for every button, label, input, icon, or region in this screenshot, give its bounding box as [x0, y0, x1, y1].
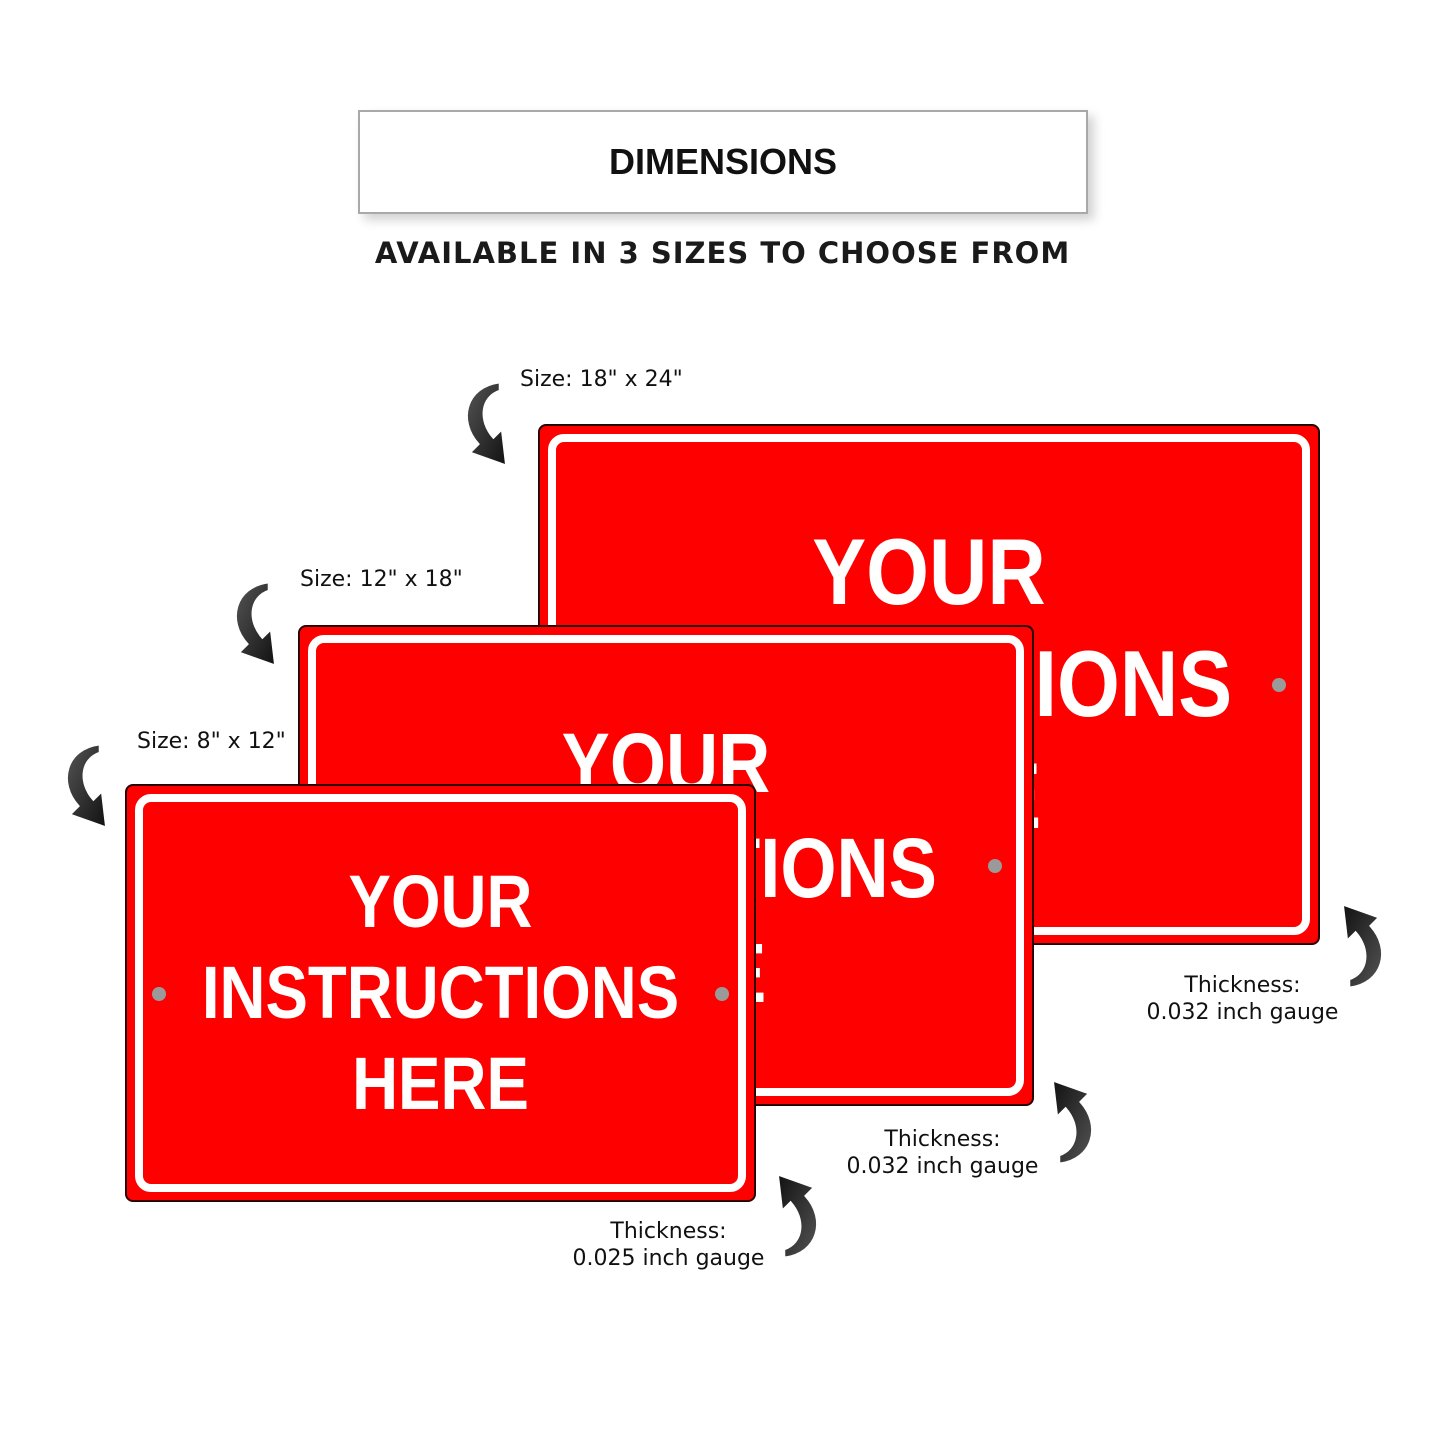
mounting-hole	[988, 859, 1002, 873]
thickness-label-small: Thickness:0.025 inch gauge	[572, 1219, 765, 1271]
thickness-label-large: Thickness:0.032 inch gauge	[1146, 973, 1339, 1025]
mounting-hole	[715, 987, 729, 1001]
arrow-icon	[55, 740, 119, 836]
size-label-medium: Size: 12" x 18"	[300, 567, 463, 592]
arrow-icon	[224, 578, 288, 674]
size-label-large: Size: 18" x 24"	[520, 367, 683, 392]
thickness-label-medium: Thickness:0.032 inch gauge	[846, 1127, 1039, 1179]
mounting-hole	[1272, 678, 1286, 692]
mounting-hole	[152, 987, 166, 1001]
arrow-icon	[455, 378, 519, 474]
size-label-small: Size: 8" x 12"	[137, 729, 286, 754]
sizes-subtitle: AVAILABLE IN 3 SIZES TO CHOOSE FROM	[374, 236, 1071, 270]
dimensions-title: DIMENSIONS	[358, 110, 1088, 214]
